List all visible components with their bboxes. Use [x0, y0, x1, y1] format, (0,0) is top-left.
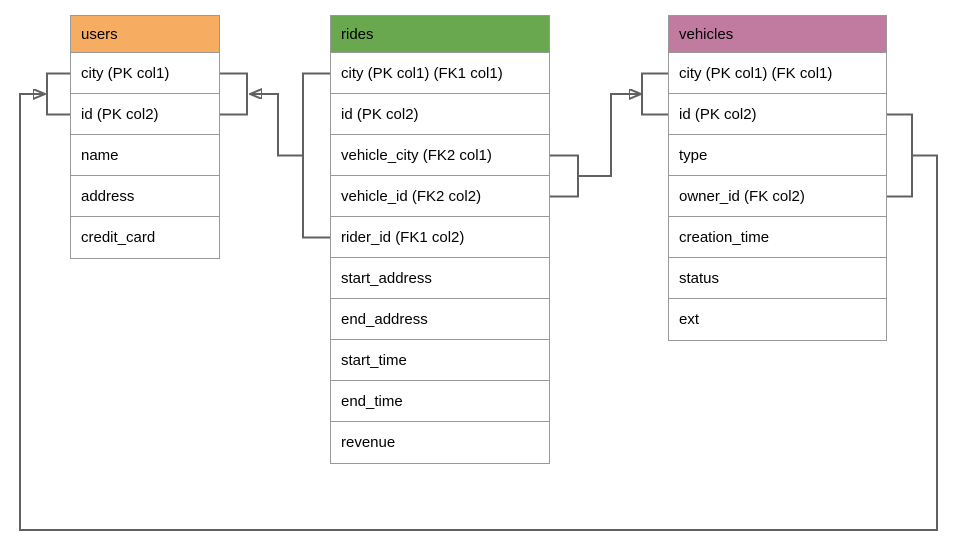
table-header-rides: rides [331, 16, 549, 53]
table-header-users: users [71, 16, 219, 53]
users-column-city: city (PK col1) [71, 53, 219, 94]
connector-users-right-bracket [220, 72, 248, 116]
vehicles-column-id: id (PK col2) [669, 94, 886, 135]
rides-column-start-address: start_address [331, 258, 549, 299]
connector-vehicles-left-bracket [641, 72, 668, 116]
connector-rides-right-bracket [550, 154, 579, 198]
vehicles-column-city: city (PK col1) (FK col1) [669, 53, 886, 94]
users-column-name: name [71, 135, 219, 176]
connector-arrow-rides-to-users [250, 94, 303, 157]
table-header-vehicles: vehicles [669, 16, 886, 53]
users-column-id: id (PK col2) [71, 94, 219, 135]
rides-column-id: id (PK col2) [331, 94, 549, 135]
vehicles-column-status: status [669, 258, 886, 299]
vehicles-column-ext: ext [669, 299, 886, 340]
rides-column-end-address: end_address [331, 299, 549, 340]
vehicles-column-type: type [669, 135, 886, 176]
connector-arrow-rides-to-vehicles [578, 94, 641, 177]
rides-column-start-time: start_time [331, 340, 549, 381]
rides-column-rider-id: rider_id (FK1 col2) [331, 217, 549, 258]
vehicles-column-owner-id: owner_id (FK col2) [669, 176, 886, 217]
connector-arrow-vehicles-to-users [19, 94, 938, 531]
entity-table-users: users city (PK col1) id (PK col2) name a… [70, 15, 220, 259]
vehicles-column-creation-time: creation_time [669, 217, 886, 258]
connector-vehicles-right-bracket [887, 113, 913, 198]
rides-column-vehicle-city: vehicle_city (FK2 col1) [331, 135, 549, 176]
connector-rides-left-bracket [302, 72, 330, 239]
users-column-address: address [71, 176, 219, 217]
entity-table-vehicles: vehicles city (PK col1) (FK col1) id (PK… [668, 15, 887, 341]
users-column-credit-card: credit_card [71, 217, 219, 258]
rides-column-revenue: revenue [331, 422, 549, 463]
rides-column-vehicle-id: vehicle_id (FK2 col2) [331, 176, 549, 217]
rides-column-end-time: end_time [331, 381, 549, 422]
connector-users-left-bracket [46, 72, 70, 116]
rides-column-city: city (PK col1) (FK1 col1) [331, 53, 549, 94]
entity-table-rides: rides city (PK col1) (FK1 col1) id (PK c… [330, 15, 550, 464]
